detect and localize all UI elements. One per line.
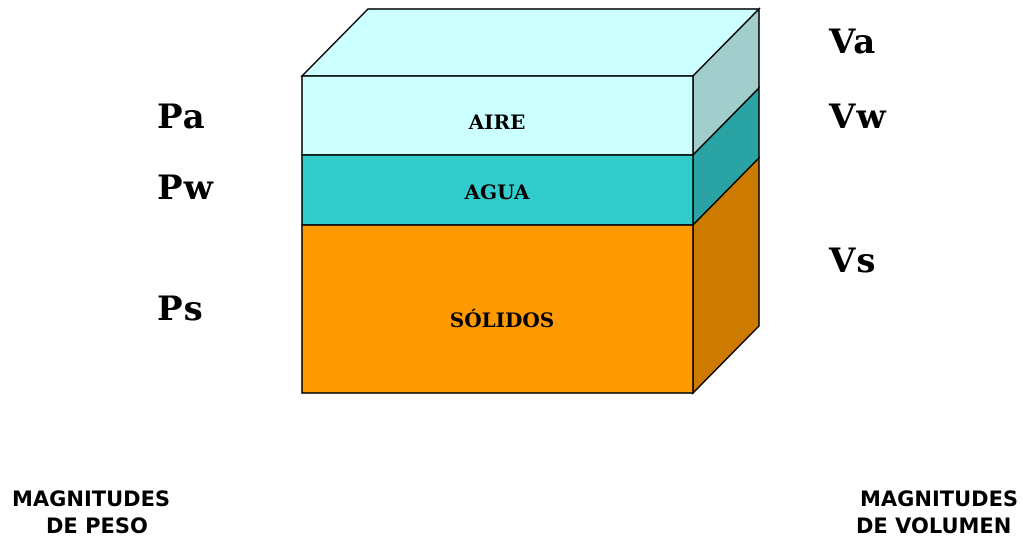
volume-caption-line2: DE VOLUMEN xyxy=(856,514,1012,538)
volume-caption-line1: MAGNITUDES xyxy=(860,487,1019,511)
weight-caption-line1: MAGNITUDES xyxy=(12,487,171,511)
block-top-face xyxy=(300,8,761,77)
weight-label-air: Pa xyxy=(157,97,206,137)
weight-label-solids: Ps xyxy=(157,289,204,329)
weight-caption-line2: DE PESO xyxy=(46,514,148,538)
air-label: AIRE xyxy=(468,110,526,134)
weight-label-water: Pw xyxy=(157,168,214,208)
solids-front-face xyxy=(301,224,694,394)
water-label: AGUA xyxy=(464,180,530,204)
volume-caption: MAGNITUDES DE VOLUMEN xyxy=(856,486,1018,540)
volume-label-solids: Vs xyxy=(829,241,877,281)
volume-label-water: Vw xyxy=(829,97,887,137)
volume-label-air: Va xyxy=(829,22,877,62)
solids-label: SÓLIDOS xyxy=(450,307,555,332)
weight-caption: MAGNITUDES DE PESO xyxy=(12,486,170,540)
water-front-face xyxy=(301,154,694,226)
